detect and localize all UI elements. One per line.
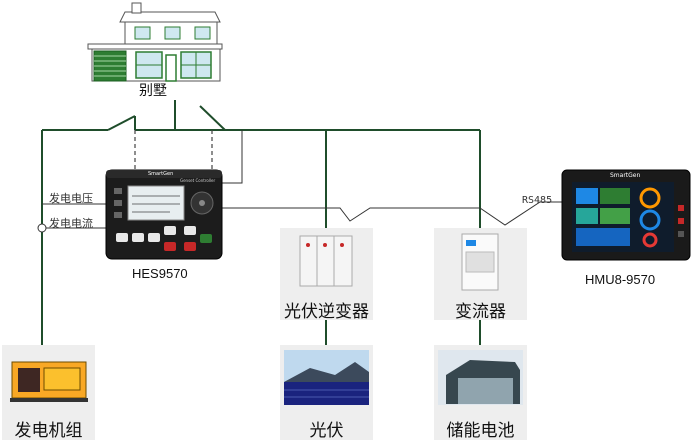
converter-cabinet-icon — [461, 233, 499, 291]
gen-current-label: 发电电流 — [49, 217, 93, 230]
genset-label: 发电机组 — [14, 421, 83, 441]
hmi-name: HMU8-9570 — [585, 272, 656, 287]
controller-brand: SmartGen — [148, 171, 174, 177]
control-dashed-lines — [134, 130, 213, 172]
pv-panel-icon — [284, 350, 369, 405]
hmi-brand: SmartGen — [610, 172, 641, 179]
gen-voltage-label: 发电电压 — [49, 192, 93, 205]
pv-inverter-cabinet-icon — [299, 235, 353, 287]
genset-icon — [10, 361, 88, 402]
controller-subtitle: Genset Controller — [180, 178, 216, 183]
hes9570-controller-icon — [105, 169, 223, 260]
storage-label: 储能电池 — [446, 421, 515, 441]
pv-inverter-label: 光伏逆变器 — [284, 302, 369, 322]
hmu8-9570-panel-icon — [561, 169, 691, 261]
controller-name: HES9570 — [132, 266, 188, 281]
bus-lines — [41, 100, 481, 345]
signal-lines — [37, 130, 562, 233]
villa-label: 别墅 — [139, 83, 167, 99]
pv-label: 光伏 — [309, 421, 344, 441]
storage-battery-icon — [438, 350, 523, 405]
villa-house-icon — [87, 2, 223, 82]
rs485-label: RS485 — [522, 195, 553, 206]
converter-label: 变流器 — [455, 302, 506, 322]
